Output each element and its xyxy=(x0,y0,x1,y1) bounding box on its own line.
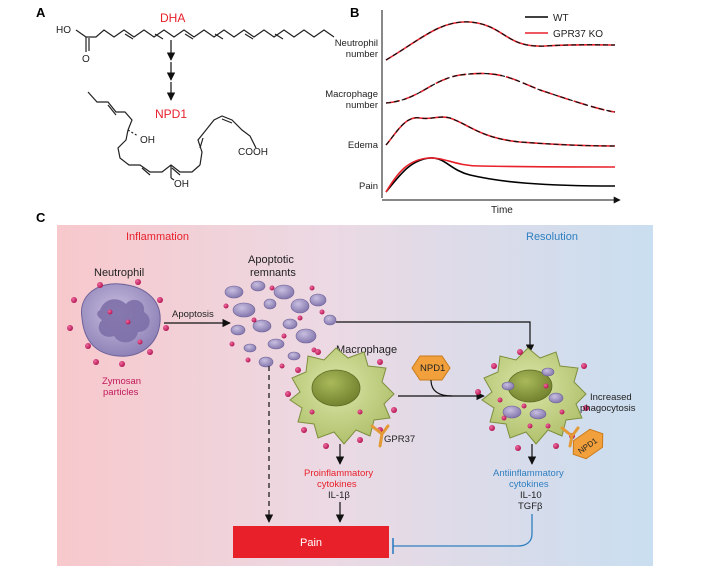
oh-group-1: OH xyxy=(140,135,155,146)
anti-cytokines-label-1: Antiinflammatory xyxy=(493,468,564,479)
legend-wt: WT xyxy=(553,13,569,24)
npd1-ligand-label: NPD1 xyxy=(420,363,445,374)
row-macrophage-label-1: Macrophage xyxy=(325,89,378,100)
zymosan-label-2: particles xyxy=(103,387,139,398)
remnants-label-1: Apoptotic xyxy=(248,254,294,266)
panel-c: C Inflammation Resolution Neutrophil Zym… xyxy=(36,210,653,566)
macrophage-label: Macrophage xyxy=(336,344,397,356)
panel-b: B WT GPR37 KO Neutrophil number Macropha… xyxy=(325,5,621,216)
panel-a: A DHA HO O NPD1 xyxy=(36,5,335,190)
neutrophil-label: Neutrophil xyxy=(94,267,144,279)
legend: WT GPR37 KO xyxy=(525,13,603,40)
npd1-influence-arc xyxy=(430,379,453,397)
apoptosis-label: Apoptosis xyxy=(172,309,214,320)
pro-cytokines-label-1: Proinflammatory xyxy=(304,468,373,479)
resolution-macrophage-cell xyxy=(481,347,587,445)
row-macrophage-label-2: number xyxy=(346,100,378,111)
anti-cytokines-label-4: TGFβ xyxy=(518,501,543,512)
curve-pain-wt xyxy=(385,157,616,193)
bound-gpr37-receptor-icon xyxy=(560,426,580,448)
ho-group: HO xyxy=(56,25,71,36)
zymosan-dots-macrophage xyxy=(285,349,397,449)
pain-box-label: Pain xyxy=(300,537,322,549)
inflammation-label: Inflammation xyxy=(126,231,189,243)
npd1-label: NPD1 xyxy=(155,107,187,121)
oh-group-2: OH xyxy=(174,179,189,190)
npd1-ligand-icon xyxy=(411,355,451,381)
macrophage-cell xyxy=(289,347,395,445)
gpr37-label: GPR37 xyxy=(384,434,415,445)
npd1-structure xyxy=(87,91,257,181)
row-edema-label: Edema xyxy=(348,140,379,151)
anti-cytokines-label-2: cytokines xyxy=(509,479,549,490)
apoptotic-remnants xyxy=(224,280,337,368)
zymosan-label-1: Zymosan xyxy=(102,376,141,387)
resolution-label: Resolution xyxy=(526,231,578,243)
time-axis-label: Time xyxy=(491,205,513,216)
anti-cytokines-label-3: IL-10 xyxy=(520,490,542,501)
increased-phagocytosis-label-2: phagocytosis xyxy=(580,403,636,414)
dha-structure xyxy=(75,29,335,52)
panel-b-label: B xyxy=(350,5,359,20)
pro-cytokines-label-3: IL-1β xyxy=(328,490,350,501)
remnants-to-resolution-arrow xyxy=(336,321,535,353)
curve-pain-ko xyxy=(385,157,616,193)
panel-c-label: C xyxy=(36,210,46,225)
curve-macrophage-wt xyxy=(385,72,616,113)
zymosan-dots-remnants xyxy=(223,285,325,369)
increased-phagocytosis-label-1: Increased xyxy=(590,392,632,403)
o-group: O xyxy=(82,54,90,65)
panel-a-label: A xyxy=(36,5,46,20)
legend-ko: GPR37 KO xyxy=(553,29,603,40)
pro-cytokines-label-2: cytokines xyxy=(317,479,357,490)
curve-edema-ko xyxy=(385,116,616,147)
dha-label: DHA xyxy=(160,11,185,25)
bound-npd1-ligand-icon xyxy=(572,428,604,460)
pain-box xyxy=(233,526,389,558)
remnants-label-2: remnants xyxy=(250,267,296,279)
neutrophil-cell xyxy=(81,283,161,357)
zymosan-dots-neutrophil xyxy=(67,279,169,367)
row-neutrophil-label-2: number xyxy=(346,49,378,60)
inhibition-line xyxy=(393,514,533,547)
curve-neutrophil-ko xyxy=(385,21,616,61)
curve-edema-wt xyxy=(385,116,616,147)
row-pain-label: Pain xyxy=(359,181,378,192)
cooh-group: COOH xyxy=(238,147,268,158)
curve-neutrophil-wt xyxy=(385,21,616,61)
zymosan-dots-resolution xyxy=(475,349,589,451)
gpr37-receptor-icon xyxy=(370,424,390,448)
row-neutrophil-label-1: Neutrophil xyxy=(335,38,378,49)
